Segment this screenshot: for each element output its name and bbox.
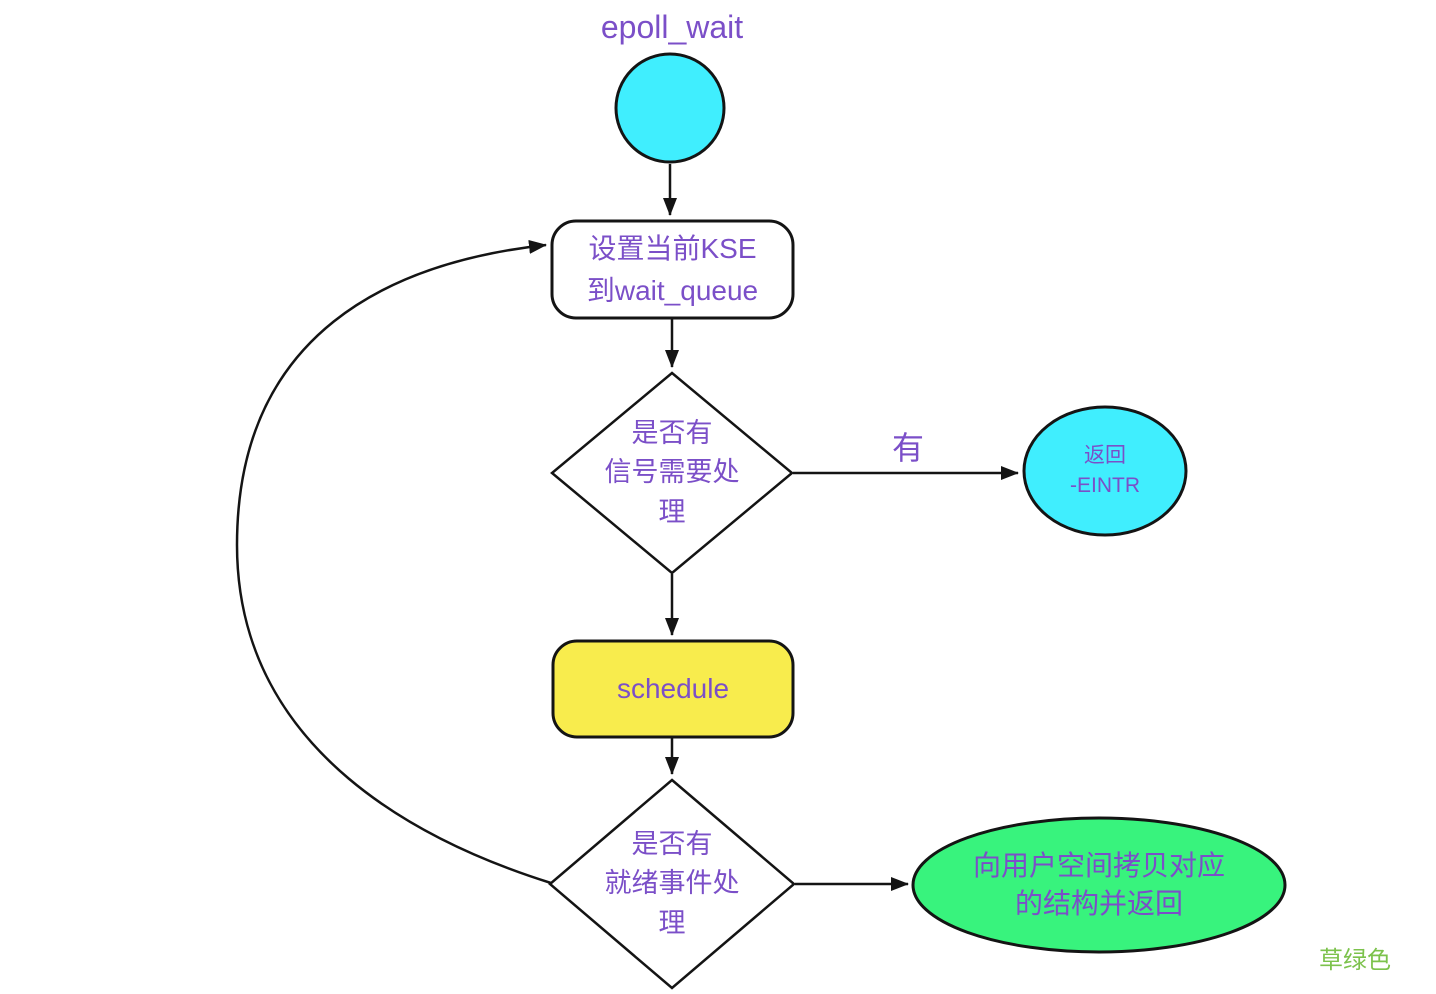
setkse-node [550, 219, 795, 320]
copy-return-node [911, 816, 1287, 954]
signal-decision-node [550, 371, 794, 575]
schedule-node [551, 639, 795, 739]
return-eintr-node [1022, 405, 1188, 537]
start-node [614, 52, 726, 164]
ready-decision-node [548, 778, 796, 990]
edge-loopback [235, 239, 552, 885]
